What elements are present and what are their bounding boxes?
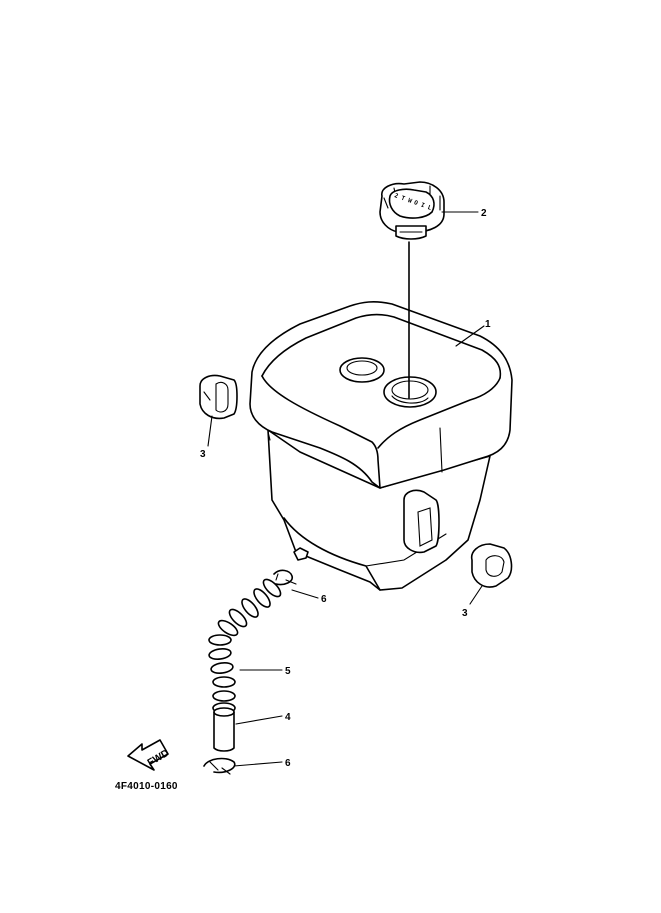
fwd-arrow-icon: FWD [127, 739, 171, 771]
callout-grommet-right: 3 [462, 608, 468, 619]
oil-tank-cap: 2 T W O I L [379, 181, 445, 240]
oil-hose [208, 578, 282, 714]
oil-tank [249, 301, 513, 591]
callout-hose: 5 [285, 666, 291, 677]
hose-ring [253, 588, 271, 608]
callout-cap: 2 [481, 208, 487, 219]
hose-ring [210, 662, 234, 674]
hose-clip-bottom [203, 757, 236, 775]
hose-ring [212, 676, 236, 688]
hose-ring [208, 634, 232, 646]
leader-lines [207, 211, 485, 767]
hose-ring [208, 648, 232, 660]
grommet-right [470, 543, 513, 588]
callout-clip-top: 6 [321, 594, 327, 605]
hose-ring [228, 608, 248, 628]
hose-ring [241, 598, 259, 618]
grommet-left [199, 374, 238, 420]
callout-clip-bottom: 6 [285, 758, 291, 769]
callout-grommet-left: 3 [200, 449, 206, 460]
callout-pipe: 4 [285, 712, 291, 723]
hose-clip-top [273, 569, 297, 586]
hose-ring [217, 619, 239, 637]
callout-tank: 1 [485, 319, 491, 330]
hose-ring [212, 690, 236, 702]
drawing-code: 4F4010-0160 [115, 781, 178, 792]
oil-pipe [213, 707, 235, 752]
